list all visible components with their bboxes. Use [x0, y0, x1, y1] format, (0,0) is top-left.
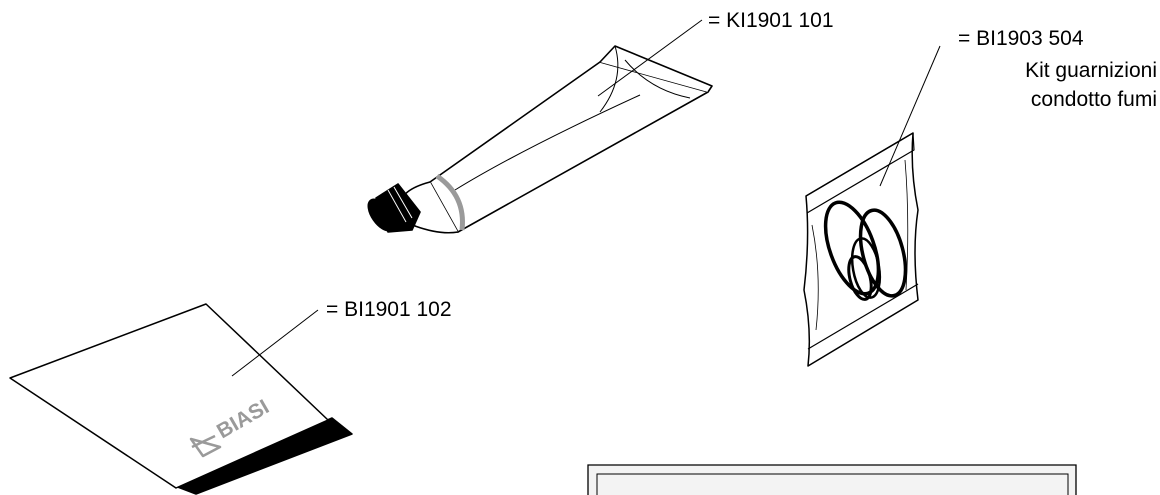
booklet-illustration: [9, 303, 353, 495]
paste-tube-leader-line: [597, 19, 703, 97]
info-box: [587, 464, 1077, 495]
gasket-kit-name-line1: Kit guarnizioni: [1025, 59, 1157, 82]
gasket-kit-illustration: [803, 132, 919, 367]
gasket-kit-name-line2: condotto fumi: [1031, 88, 1157, 111]
paste-tube-callout: = KI1901 101: [708, 9, 834, 32]
paste-tube-illustration: [367, 45, 713, 234]
gasket-kit-code-callout: = BI1903 504: [958, 27, 1084, 50]
booklet-callout: = BI1901 102: [326, 298, 452, 321]
gasket-kit-leader-line: [879, 45, 941, 187]
booklet-leader-line: [231, 309, 319, 377]
